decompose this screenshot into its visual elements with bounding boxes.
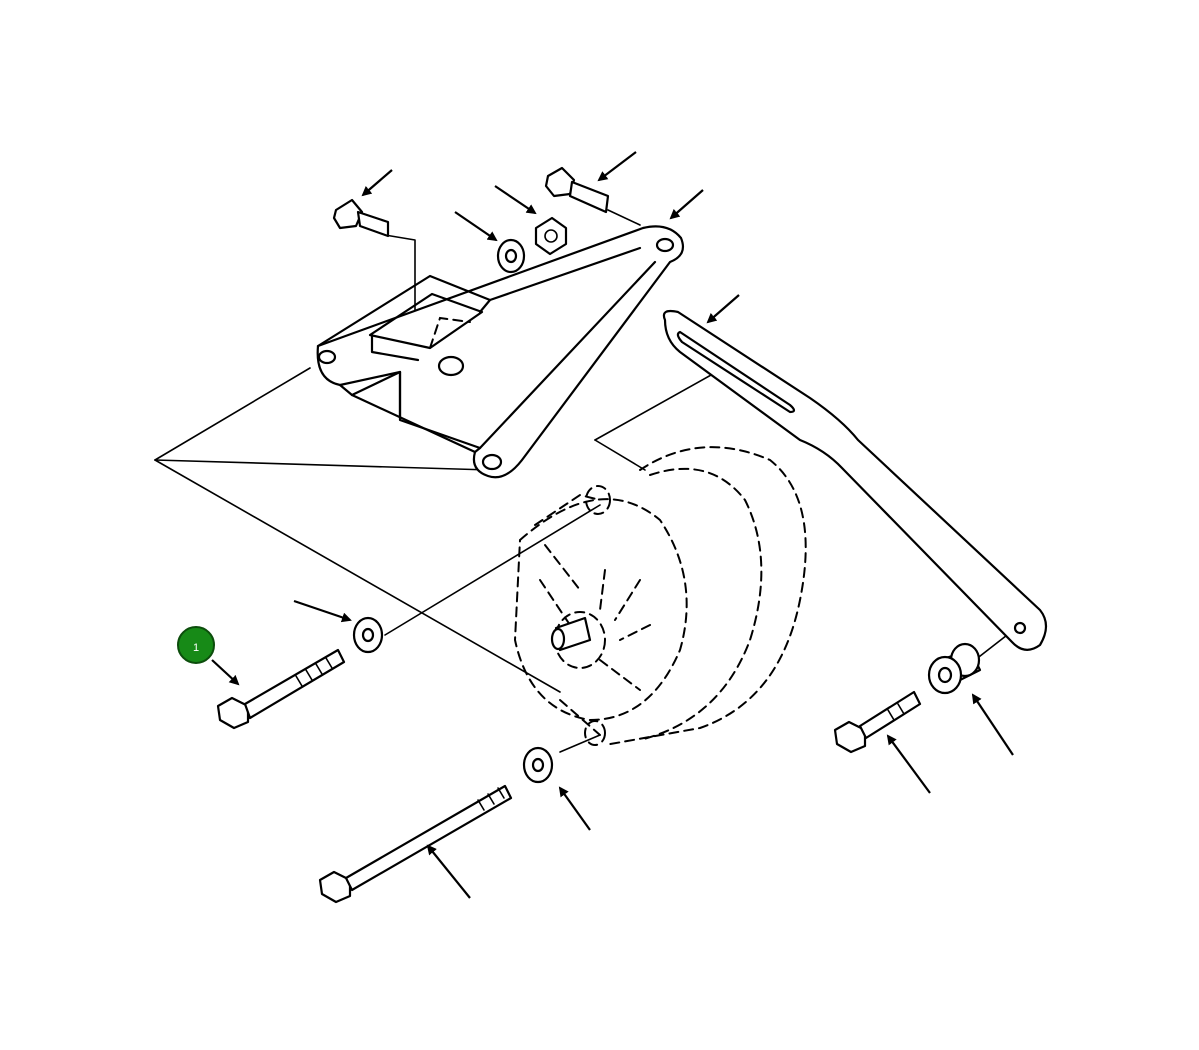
mounting-bracket: [316, 225, 685, 479]
callout-1[interactable]: 1: [177, 626, 215, 664]
bottom-long-bolt: [318, 784, 513, 904]
right-bolt: [833, 690, 922, 754]
callout-1-label: 1: [193, 642, 199, 654]
top-nut: [534, 216, 568, 256]
bracket-bolt-right: [544, 166, 610, 214]
alignment-lines: [154, 209, 1021, 753]
left-washer: [352, 616, 384, 654]
top-washer: [496, 238, 526, 274]
pointer-arrows: [211, 151, 1014, 899]
bracket-bolt-left: [332, 198, 390, 238]
alternator: [513, 446, 807, 746]
spacer-bushing: [927, 642, 982, 695]
adjusting-arm: [662, 309, 1048, 651]
bottom-washer: [522, 746, 554, 784]
left-bolt: [216, 648, 346, 730]
